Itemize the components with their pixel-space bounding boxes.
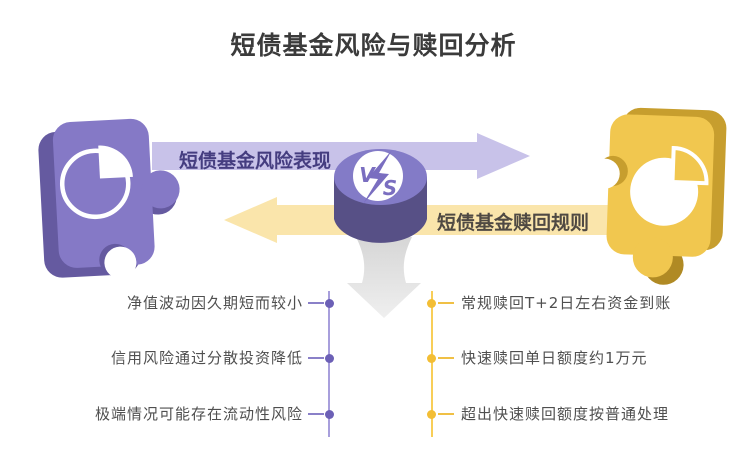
connector-dash — [308, 302, 324, 304]
redemption-connector-line — [431, 291, 433, 437]
connector-dash — [438, 357, 454, 359]
vs-letter-v: V — [359, 163, 376, 187]
redemption-item: 超出快速赎回额度按普通处理 — [461, 405, 670, 423]
vs-letter-s: S — [383, 176, 397, 200]
connector-dot — [325, 354, 334, 363]
connector-dash — [308, 357, 324, 359]
risk-item: 极端情况可能存在流动性风险 — [94, 405, 303, 423]
pie-chart-icon — [630, 145, 709, 226]
lightning-slash-icon — [363, 150, 392, 204]
redemption-item: 常规赎回T+2日左右资金到账 — [461, 294, 672, 312]
redemption-arrow-label: 短债基金赎回规则 — [437, 212, 590, 234]
yellow-puzzle-piece — [596, 107, 727, 285]
connector-dot — [325, 410, 334, 419]
redemption-item: 快速赎回单日额度约1万元 — [461, 349, 648, 367]
down-arrow-icon — [347, 237, 421, 318]
connector-dash — [308, 413, 324, 415]
risk-arrow-label: 短债基金风险表现 — [179, 150, 332, 172]
risk-item: 信用风险通过分散投资降低 — [110, 349, 303, 367]
vs-badge: V S — [334, 149, 427, 243]
risk-item: 净值波动因久期短而较小 — [126, 294, 303, 312]
connector-dot — [427, 410, 436, 419]
right-pointing-arrow — [152, 133, 530, 179]
page-title: 短债基金风险与赎回分析 — [230, 31, 517, 60]
purple-puzzle-piece — [38, 118, 180, 279]
left-pointing-arrow — [224, 197, 630, 243]
risk-connector-line — [328, 291, 330, 437]
connector-dot — [427, 354, 436, 363]
pie-chart-icon — [59, 145, 133, 220]
connector-dot — [325, 299, 334, 308]
connector-dot — [427, 299, 436, 308]
connector-dash — [438, 302, 454, 304]
connector-dash — [438, 413, 454, 415]
